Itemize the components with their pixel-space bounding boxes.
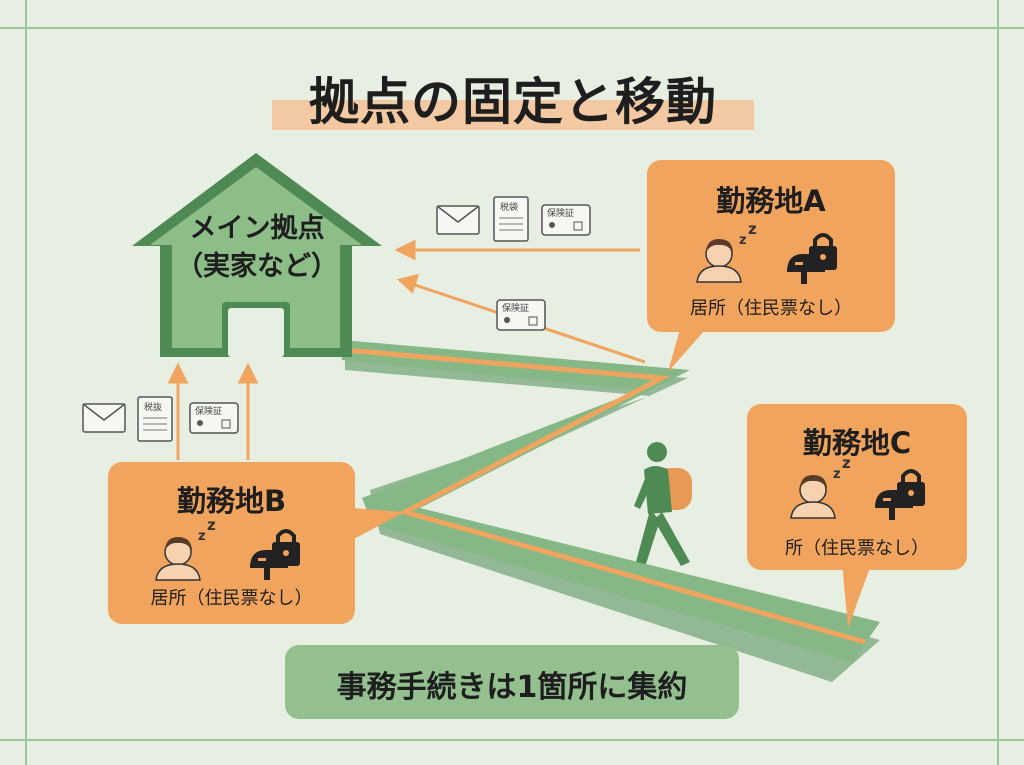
road-stripe [344,347,866,645]
title-highlight [272,100,754,130]
bubble-tail-a [668,322,712,372]
walking-person-icon [634,442,692,566]
locked-mailbox-icon [875,469,925,520]
sleeping-person-icon: z z [790,454,851,519]
workplace-c-title: 勤務地C [802,426,912,460]
workplace-b-title: 勤務地B [176,484,287,518]
workplace-b-icons: z z [155,516,300,581]
insurance-card-icon: 保険証 [541,204,591,236]
svg-text:保険証: 保険証 [195,405,222,417]
workplace-a-residence: 居所（住民票なし） [690,298,852,319]
insurance-card-icon: 保険証 [189,402,239,434]
main-base-label: メイン拠点 （実家など） [152,210,362,286]
svg-text:保険証: 保険証 [547,207,574,219]
svg-text:z: z [198,529,206,544]
sleeping-person-icon: z z [696,220,757,283]
bubble-tail-b [352,508,405,540]
title-area: 拠点の固定と移動 [272,62,754,132]
svg-text:z: z [842,454,851,472]
workplace-a-box: 勤務地A z z 居所（住民票なし） [647,160,895,332]
main-base-line2: （実家など） [176,251,338,282]
page-title: 拠点の固定と移動 [309,73,717,131]
workplace-c-icons: z z [790,454,925,520]
svg-text:z: z [833,467,841,482]
workplace-c-box: 勤務地C z z 所（住民票なし） [747,404,967,570]
house-icon [132,153,382,357]
workplace-a-icons: z z [696,220,837,284]
svg-text:z: z [207,516,216,534]
tax-document-icon: 税袋 [493,196,529,242]
envelope-icon [436,205,480,235]
summary-box: 事務手続きは1箇所に集約 [285,645,739,719]
workplace-b-box: 勤務地B z z 居所（住民票なし） [108,462,355,624]
svg-text:保険証: 保険証 [502,302,529,314]
svg-text:税袋: 税袋 [500,201,518,213]
sleeping-person-icon: z z [155,516,216,581]
main-base-line1: メイン拠点 [189,213,325,244]
arrows [167,239,646,460]
tax-document-icon: 税抜 [137,396,173,442]
insurance-card-icon: 保険証 [496,299,546,331]
locked-mailbox-icon [787,233,837,284]
svg-text:z: z [739,233,747,248]
workplace-b-residence: 居所（住民票なし） [150,588,313,609]
envelope-icon [82,403,126,433]
workplace-c-residence: 所（住民票なし） [785,538,929,559]
svg-text:z: z [748,220,757,238]
summary-text: 事務手続きは1箇所に集約 [336,670,688,705]
bubble-tail-c [842,562,872,628]
locked-mailbox-icon [250,529,300,580]
workplace-a-title: 勤務地A [716,184,826,218]
svg-text:税抜: 税抜 [144,401,162,413]
